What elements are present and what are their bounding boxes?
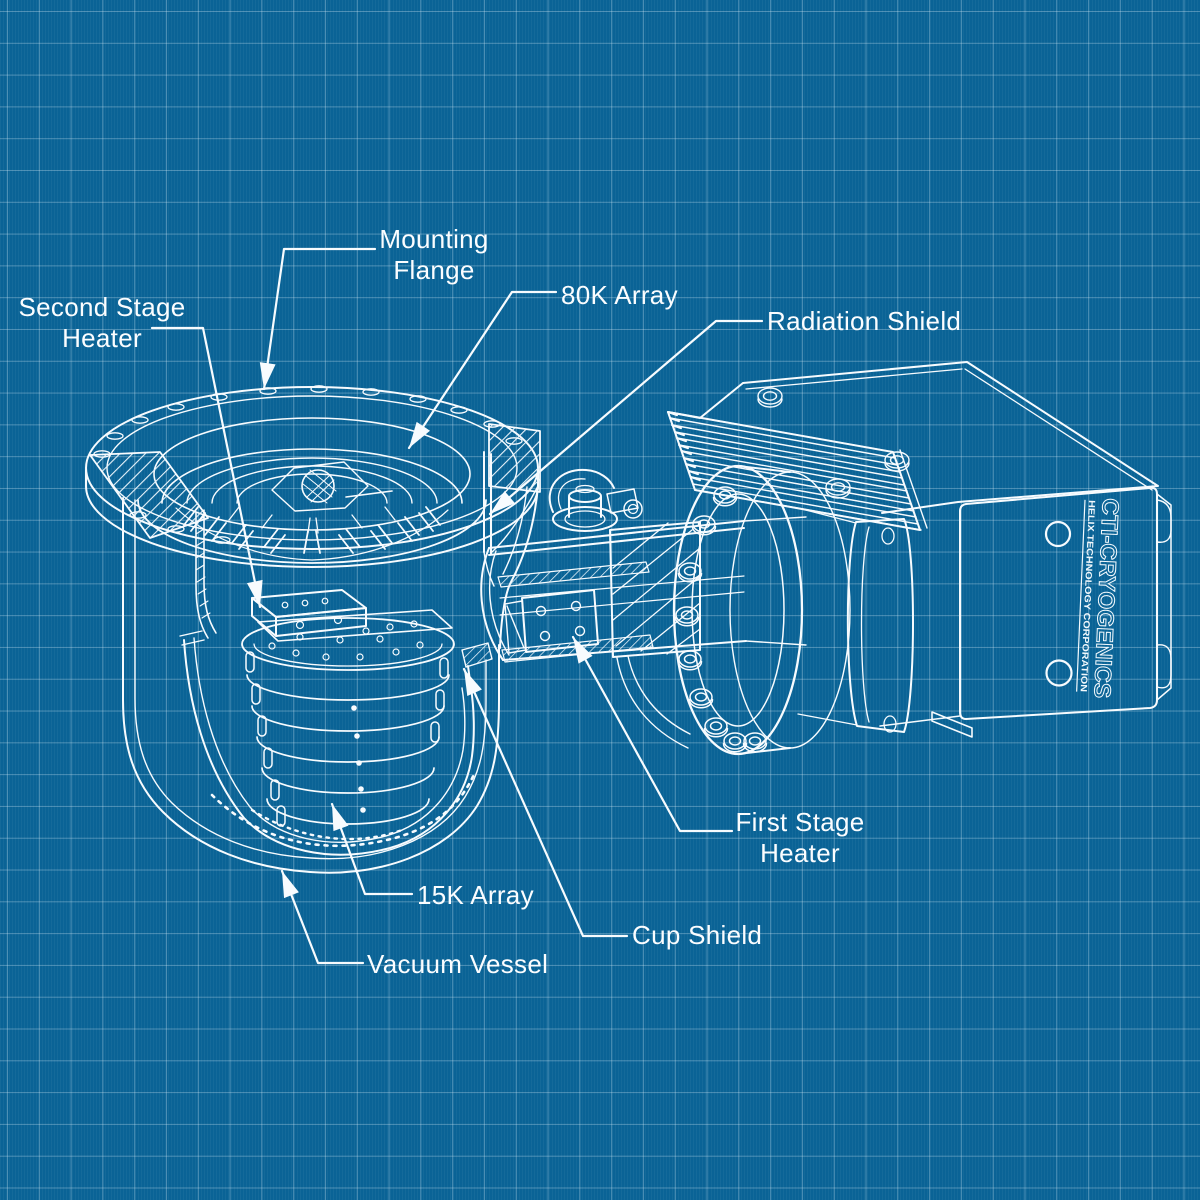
leader-80k-array — [407, 290, 558, 450]
label-cup-shield: Cup Shield — [632, 920, 763, 950]
label-first-stage-heater: First Stage Heater — [735, 807, 865, 868]
first-stage-heater-part — [504, 589, 599, 654]
leader-radiation-shield — [488, 319, 764, 516]
label-mounting-flange: Mounting Flange — [379, 224, 489, 285]
drive-flange-part — [672, 464, 851, 756]
leader-15k-array — [330, 802, 414, 896]
mounting-flange-part — [85, 385, 541, 568]
drive-neck-part — [609, 521, 701, 658]
label-second-stage-heater: Second Stage Heater — [18, 292, 186, 353]
80k-array-part — [137, 448, 487, 564]
leader-cup-shield — [462, 667, 629, 938]
leader-lines — [150, 247, 764, 965]
brand-panel: CTI-CRYOGENICS HELIX TECHNOLOGY CORPORAT… — [1076, 497, 1124, 699]
cup-shield-part — [179, 630, 493, 856]
label-radiation-shield: Radiation Shield — [767, 306, 962, 336]
compressor-box-part — [667, 361, 1172, 738]
leader-mounting-flange — [259, 247, 377, 391]
relief-valve-part — [548, 468, 643, 532]
leader-first-stage-heater — [571, 635, 734, 833]
cooling-fins-part — [667, 387, 928, 531]
15k-array-part — [241, 617, 455, 827]
radiation-shield-part — [480, 451, 807, 749]
leader-vacuum-vessel — [280, 869, 365, 965]
leader-second-stage-heater — [150, 326, 263, 609]
label-80k-array: 80K Array — [561, 280, 678, 310]
label-vacuum-vessel: Vacuum Vessel — [367, 949, 549, 979]
second-stage-heater-part — [251, 589, 453, 642]
label-15k-array: 15K Array — [417, 880, 534, 910]
motor-housing-part — [797, 507, 914, 733]
